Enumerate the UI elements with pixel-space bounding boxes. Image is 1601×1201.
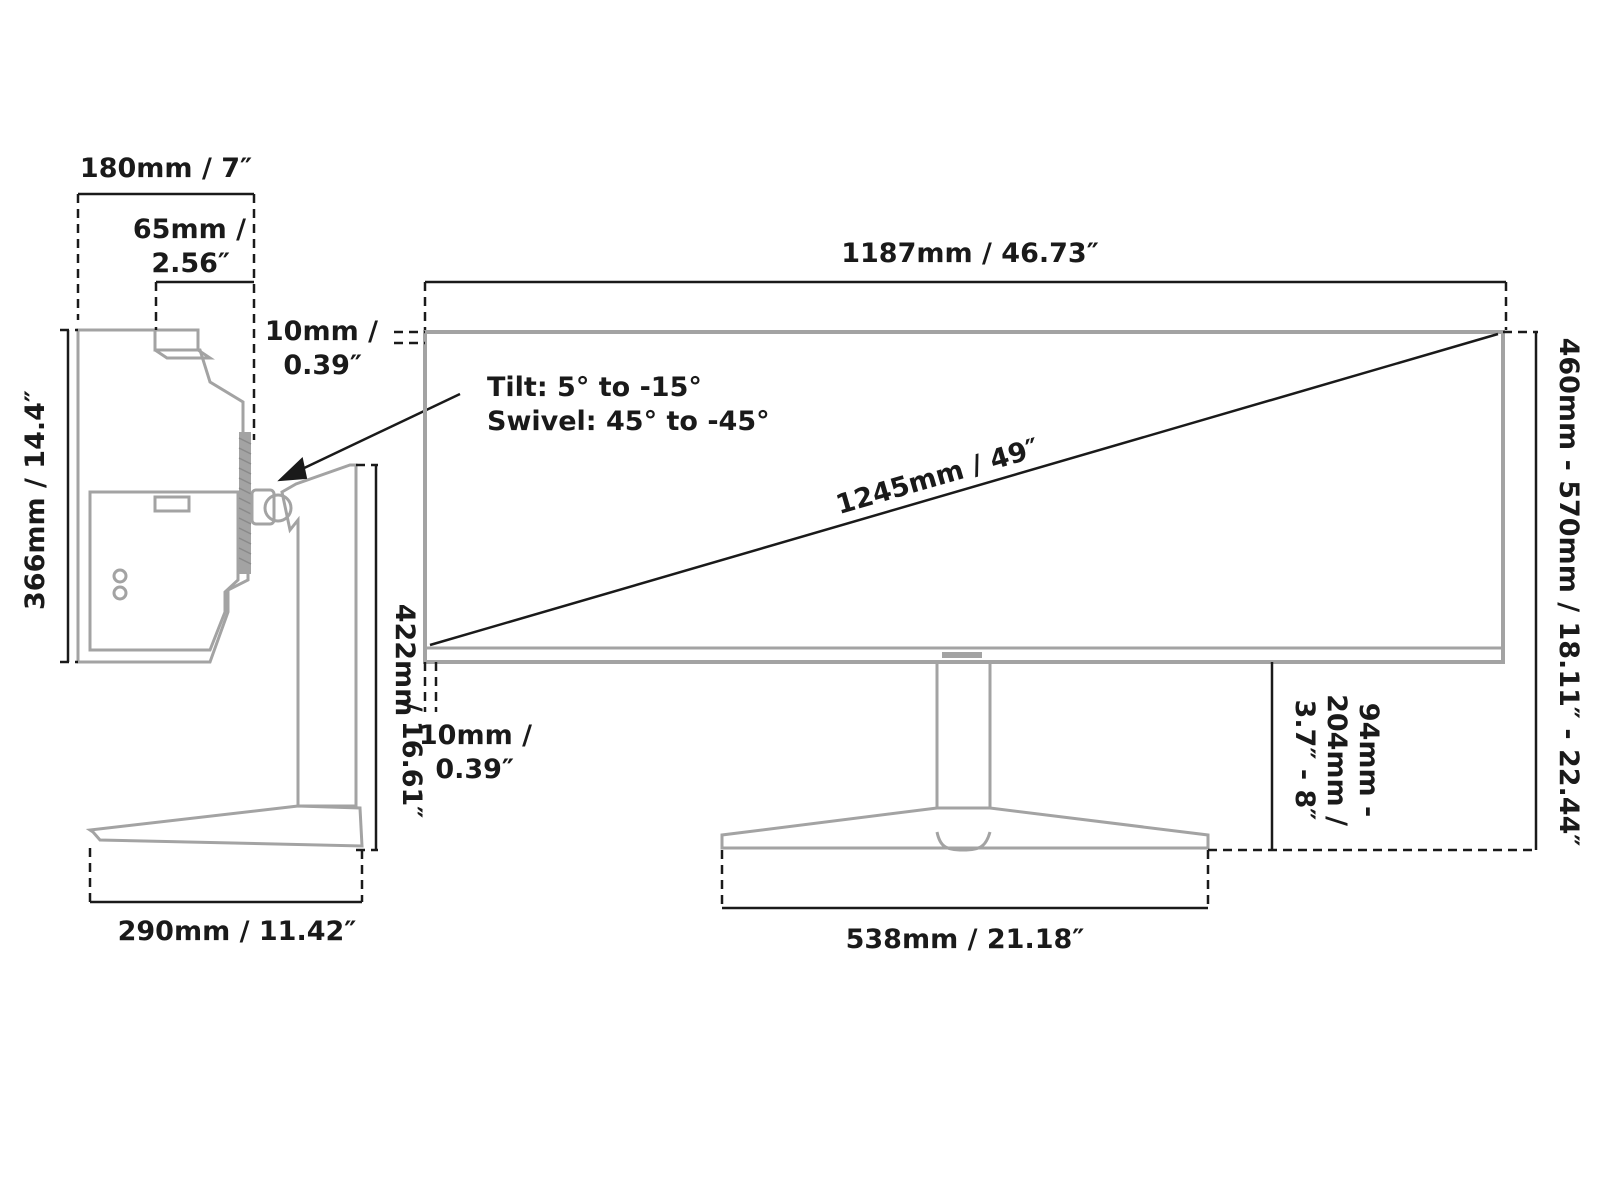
side-power-port-lower	[112, 585, 128, 601]
front-height-adjust-label-line2: 204mm /	[1321, 694, 1352, 826]
side-hinge	[250, 488, 276, 526]
side-vent-fins	[238, 432, 252, 574]
front-monitor-frame	[423, 330, 1505, 664]
front-base-width-dimension	[720, 850, 1210, 910]
front-stand-base	[720, 806, 1210, 850]
side-panel-height-label: 366mm / 14.4″	[20, 390, 51, 610]
side-hinge-knob	[263, 493, 293, 523]
front-bezel-side-label-line1: 10mm /	[419, 720, 532, 751]
front-width-label: 1187mm / 46.73″	[841, 238, 1099, 269]
side-stand-height-dimension	[356, 463, 378, 852]
front-bezel-top-label-line2: 0.39″	[283, 350, 362, 381]
side-top-connector	[153, 328, 215, 360]
side-rear-panel	[88, 490, 240, 652]
side-depth-dimension	[76, 192, 256, 440]
side-panel-depth-label-line1: 65mm /	[133, 214, 246, 245]
front-base-width-label: 538mm / 21.18″	[846, 924, 1085, 955]
front-width-dimension	[423, 280, 1508, 330]
side-power-port-upper	[112, 568, 128, 584]
side-base-depth-label: 290mm / 11.42″	[118, 916, 357, 947]
side-depth-label: 180mm / 7″	[80, 153, 252, 184]
front-diagonal-line	[429, 332, 1499, 647]
side-stand-base	[85, 804, 364, 848]
front-bezel-top-dimension	[394, 330, 425, 345]
front-stand-neck	[935, 662, 992, 808]
front-view	[423, 330, 1505, 852]
tilt-label: Tilt: 5° to -15°	[487, 372, 702, 403]
front-bezel-side-dimension	[423, 662, 438, 712]
front-height-adjust-label-line3: 3.7″ - 8″	[1289, 700, 1320, 821]
side-port	[153, 495, 191, 513]
side-stand-height-label-line2-visible: / 16.61″	[396, 702, 427, 819]
front-stand-foot	[935, 831, 992, 852]
adjustment-callout-arrow	[277, 392, 461, 482]
front-height-range-dimension	[1208, 330, 1538, 852]
front-height-adjust-label-line1: 94mm -	[1353, 703, 1384, 817]
side-panel-depth-label-line2: 2.56″	[151, 248, 230, 279]
front-bezel-side-label-line2: 0.39″	[435, 754, 514, 785]
front-logo-mark	[942, 652, 982, 658]
front-height-range-label: 460mm - 570mm / 18.11″ - 22.44″	[1553, 338, 1584, 847]
side-view	[76, 328, 364, 848]
front-bezel-top-label-line1: 10mm /	[265, 316, 378, 347]
side-panel-depth-dimension	[154, 280, 254, 330]
side-stand-height-label-line1: 422mm	[389, 604, 420, 717]
side-panel-height-dimension	[60, 328, 78, 664]
swivel-label: Swivel: 45° to -45°	[487, 406, 770, 437]
side-base-depth-dimension	[88, 848, 364, 904]
side-stand-arm	[280, 463, 358, 808]
